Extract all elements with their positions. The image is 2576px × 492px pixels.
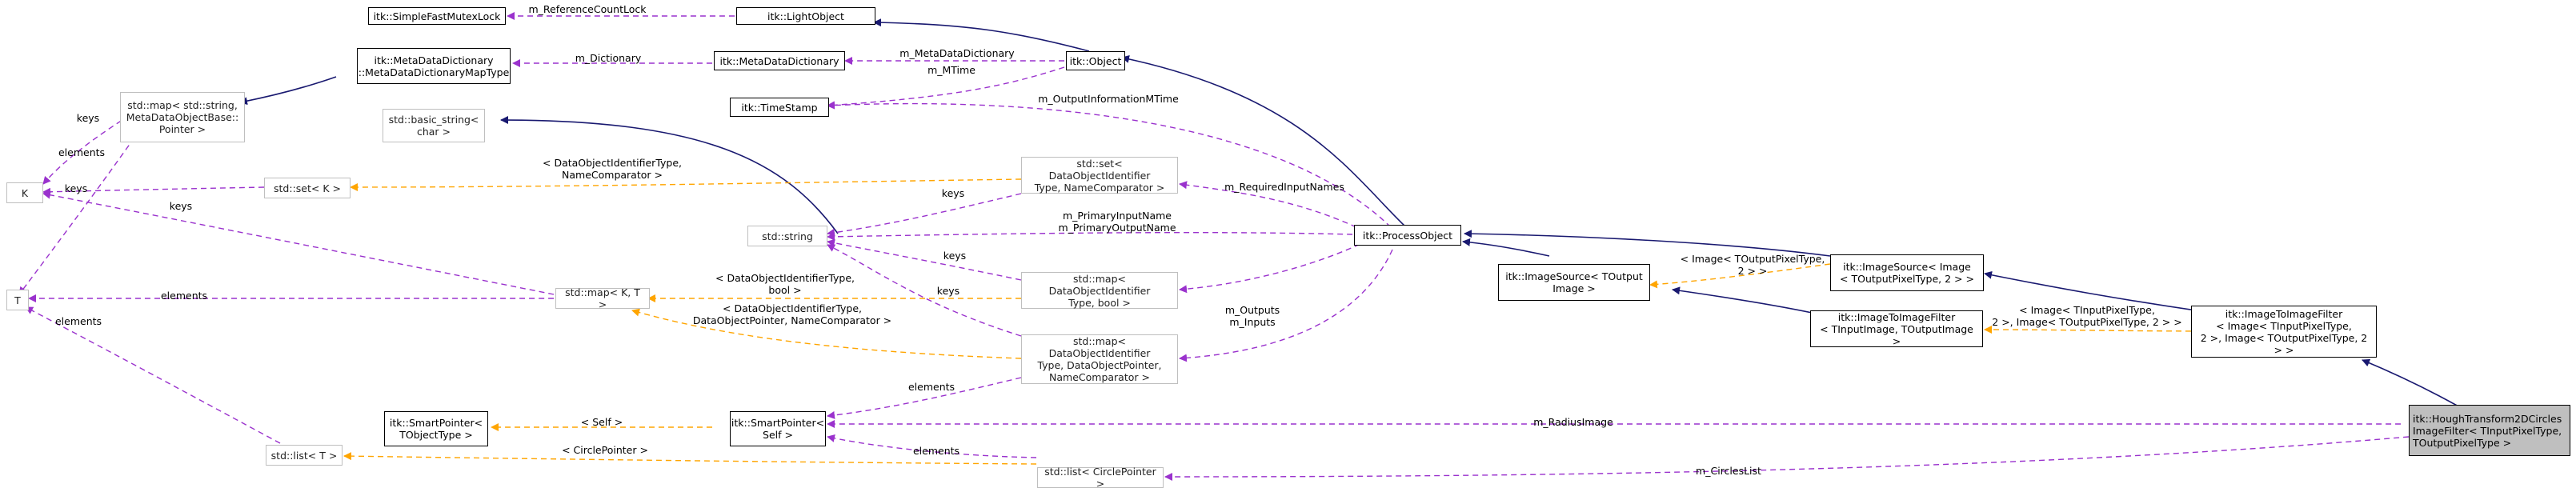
node-std-map-bool[interactable]: std::map< DataObjectIdentifier Type, boo… [1021, 272, 1178, 309]
node-std-list-t[interactable]: std::list< T > [266, 445, 343, 466]
edge-elements-metadata [18, 129, 141, 295]
edge-image-filter-template [1984, 326, 2230, 334]
edge-processobject-to-object [1121, 54, 1407, 228]
label-keys-3: keys [941, 187, 965, 199]
edge-outputs-inputs [1179, 249, 1393, 362]
label-image-template-output: < Image< TOutputPixelType, 2 > > [1680, 253, 1825, 277]
node-std-set-k[interactable]: std::set< K > [264, 178, 351, 198]
label-elements-4: elements [907, 381, 955, 393]
label-map-bool-template: < DataObjectIdentifierType, bool > [715, 272, 855, 296]
usage-edges [18, 12, 2410, 481]
edge-keys-string-mappointer [827, 244, 1022, 337]
label-elements-2: elements [160, 290, 208, 302]
label-circle-pointer-template: < CirclePointer > [562, 444, 648, 456]
edge-circle-pointer-template [343, 452, 1037, 465]
edge-set-template [350, 178, 1022, 191]
label-self-template: < Self > [580, 416, 623, 428]
edge-filterimage-to-imagesourceimage [1984, 270, 2230, 316]
node-t[interactable]: T [6, 290, 29, 310]
node-simple-fast-mutex-lock[interactable]: itk::SimpleFastMutexLock [368, 7, 506, 25]
edge-mtime [827, 66, 1065, 110]
node-basic-string[interactable]: std::basic_string< char > [383, 109, 485, 142]
node-meta-data-dictionary[interactable]: itk::MetaDataDictionary [714, 51, 845, 70]
edge-output-information-mtime [827, 101, 1392, 228]
label-reference-count-lock: m_ReferenceCountLock [528, 3, 647, 15]
edge-string-to-basicstring [500, 116, 839, 234]
node-light-object[interactable]: itk::LightObject [736, 7, 875, 25]
label-keys-4: keys [169, 200, 193, 212]
node-image-source-image[interactable]: itk::ImageSource< Image < TOutputPixelTy… [1830, 254, 1984, 291]
edge-filter-to-imagesource [1672, 286, 1831, 318]
label-outputs-inputs: m_Outputs m_Inputs [1224, 304, 1280, 328]
edge-imagesource-to-processobject [1462, 238, 1550, 257]
node-image-to-image-filter-t[interactable]: itk::ImageToImageFilter < TInputImage, T… [1810, 310, 1983, 347]
node-hough-transform-focus[interactable]: itk::HoughTransform2DCircles ImageFilter… [2409, 405, 2570, 456]
node-smart-pointer-self[interactable]: itk::SmartPointer< Self > [730, 411, 826, 446]
edge-imagesourceimage-to-processobject [1464, 230, 1831, 257]
edge-keys-mapkt [42, 190, 555, 295]
edge-keys-string-mapbool [827, 238, 1022, 281]
edge-image-template-output [1649, 263, 1831, 289]
template-edges [343, 178, 2230, 465]
label-elements-5: elements [912, 445, 960, 457]
node-image-to-image-filter-image[interactable]: itk::ImageToImageFilter < Image< TInputP… [2191, 306, 2377, 358]
node-std-list-circle[interactable]: std::list< CirclePointer > [1037, 466, 1164, 490]
label-primary-names: m_PrimaryInputName m_PrimaryOutputName [1058, 210, 1176, 234]
edge-mapmetadata-to-dictmaptype [239, 76, 337, 106]
node-image-source-toutput[interactable]: itk::ImageSource< TOutput Image > [1498, 264, 1650, 301]
label-image-filter-template: < Image< TInputPixelType, 2 >, Image< TO… [1992, 304, 2182, 328]
node-time-stamp[interactable]: itk::TimeStamp [730, 98, 829, 117]
node-std-set-dataobject[interactable]: std::set< DataObjectIdentifier Type, Nam… [1021, 157, 1178, 194]
label-keys-2: keys [64, 182, 88, 194]
node-meta-data-dictionary-map-type[interactable]: itk::MetaDataDictionary ::MetaDataDictio… [357, 48, 511, 84]
edge-keys-metadata [42, 110, 138, 185]
node-process-object[interactable]: itk::ProcessObject [1354, 225, 1461, 246]
edge-elements-smartpointer-map [827, 377, 1022, 419]
label-keys-1: keys [76, 112, 100, 124]
node-std-map-metadata[interactable]: std::map< std::string, MetaDataObjectBas… [120, 92, 245, 142]
node-std-map-kt[interactable]: std::map< K, T > [555, 286, 650, 310]
node-std-string[interactable]: std::string [747, 226, 827, 246]
label-radius-image: m_RadiusImage [1533, 416, 1613, 428]
edge-elements-listt [25, 306, 281, 444]
label-meta-data-dictionary: m_MetaDataDictionary [899, 47, 1015, 59]
label-keys-5: keys [943, 250, 967, 262]
label-circles-list: m_CirclesList [1696, 465, 1761, 477]
label-mtime: m_MTime [927, 64, 976, 76]
edge-object-to-lightobject [873, 18, 1090, 52]
label-elements-1: elements [58, 146, 106, 158]
label-keys-6: keys [936, 285, 960, 297]
node-k[interactable]: K [6, 182, 43, 203]
edge-keys-string-set [827, 193, 1022, 237]
label-required-input-names: m_RequiredInputNames [1224, 181, 1344, 193]
node-std-map-pointer[interactable]: std::map< DataObjectIdentifier Type, Dat… [1021, 334, 1178, 384]
edge-mappointer-template [631, 308, 1022, 359]
label-set-template: < DataObjectIdentifierType, NameComparat… [543, 157, 682, 181]
label-dictionary: m_Dictionary [575, 52, 642, 64]
label-map-pointer-template: < DataObjectIdentifierType, DataObjectPo… [692, 302, 892, 326]
edge-circles-list [1164, 436, 2410, 481]
label-output-information-mtime: m_OutputInformationMTime [1038, 93, 1179, 105]
edge-keys-set [42, 186, 265, 196]
node-object[interactable]: itk::Object [1066, 51, 1125, 70]
edge-primary-names [827, 231, 1353, 241]
node-smart-pointer-tobject[interactable]: itk::SmartPointer< TObjectType > [384, 411, 488, 446]
inheritance-edges [239, 18, 2461, 408]
edge-hough-to-filterimage [2362, 358, 2461, 408]
edge-cached-input [1179, 239, 1369, 294]
edge-elements-smartpointer-list [827, 434, 1037, 458]
label-elements-3: elements [54, 315, 102, 327]
edge-required-input-names [1179, 181, 1357, 228]
